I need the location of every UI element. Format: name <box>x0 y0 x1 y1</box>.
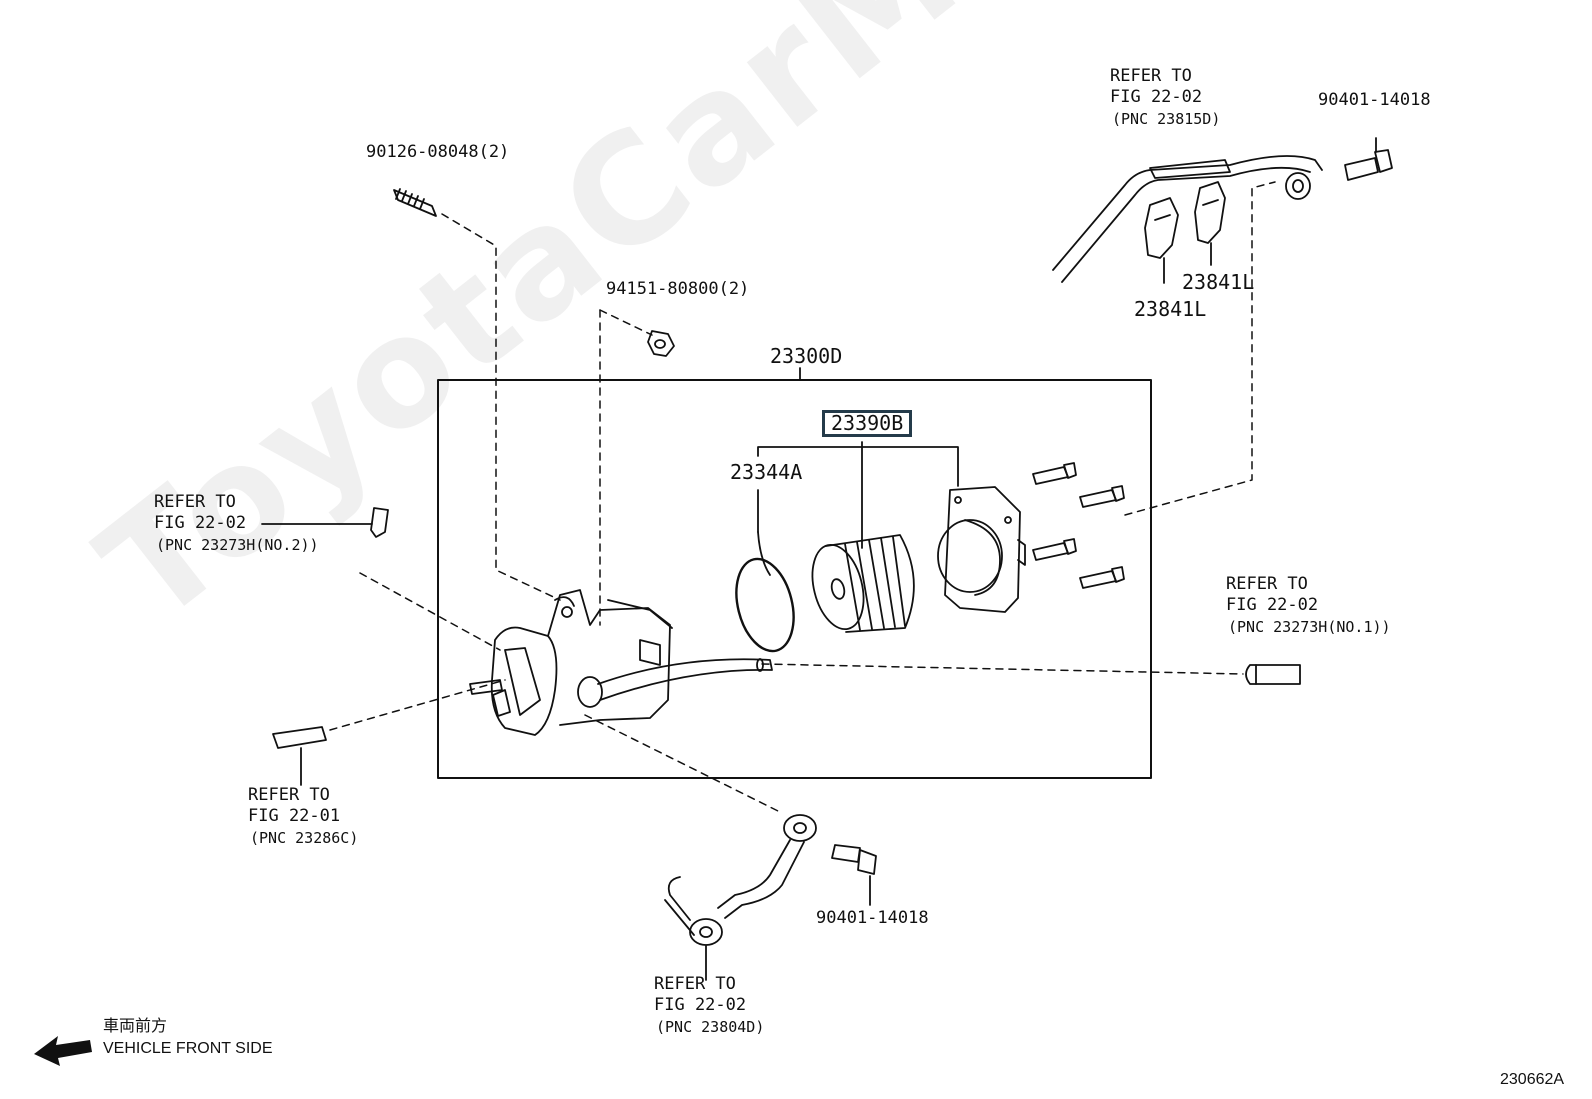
refer-right-line1: REFER TO <box>1226 574 1308 594</box>
left-pipe-ends <box>261 507 389 786</box>
clamp-drawings <box>1144 181 1226 284</box>
part-label-clamp-b: 23841L <box>1134 297 1207 321</box>
part-label-filter-kit: 23390B <box>822 410 913 437</box>
refer-bottom-left-line3: (PNC 23286C) <box>250 829 359 847</box>
filter-kit-bracket <box>757 441 959 576</box>
part-label-stud: 90126-08048(2) <box>366 142 510 162</box>
part-label-union-bolt-bottom: 90401-14018 <box>816 908 929 928</box>
cover-bolts <box>1032 462 1125 589</box>
dashed-leaders <box>329 181 1276 813</box>
direction-label-en: VEHICLE FRONT SIDE <box>103 1040 273 1057</box>
direction-label-jp: 車両前方 <box>103 1018 168 1035</box>
stud-drawing <box>393 188 437 217</box>
refer-bottom-line3: (PNC 23804D) <box>656 1018 765 1036</box>
part-label-gasket: 23344A <box>730 460 803 484</box>
part-label-union-bolt-top: 90401-14018 <box>1318 90 1431 110</box>
right-pipe-end <box>1245 664 1301 685</box>
refer-left-line1: REFER TO <box>154 492 236 512</box>
front-direction-arrow <box>34 1036 92 1066</box>
refer-bottom-line1: REFER TO <box>654 974 736 994</box>
assembly-box <box>437 379 1152 779</box>
bottom-union-bolt-drawing <box>831 844 877 906</box>
cover-drawing <box>937 486 1026 613</box>
refer-top-line2: FIG 22-02 <box>1110 87 1203 107</box>
nut-drawing <box>647 330 675 357</box>
figure-id: 230662A <box>1500 1071 1565 1088</box>
o-ring-drawing <box>735 557 795 653</box>
refer-bottom-left-line1: REFER TO <box>248 785 330 805</box>
refer-top-line3: (PNC 23815D) <box>1112 110 1221 128</box>
bottom-pipe-drawing <box>664 814 817 981</box>
refer-right-line2: FIG 22-02 <box>1226 595 1319 615</box>
top-pipe-drawing <box>1052 155 1323 283</box>
refer-bottom-line2: FIG 22-02 <box>654 995 747 1015</box>
part-label-assembly: 23300D <box>770 344 843 368</box>
part-label-nut: 94151-80800(2) <box>606 279 750 299</box>
refer-left-line3: (PNC 23273H(NO.2)) <box>156 536 319 554</box>
part-label-clamp-a: 23841L <box>1182 270 1255 294</box>
refer-top-line1: REFER TO <box>1110 66 1192 86</box>
refer-bottom-left-line2: FIG 22-01 <box>248 806 341 826</box>
top-union-bolt-drawing <box>1344 137 1393 181</box>
filter-element-drawing <box>811 534 915 633</box>
refer-right-line3: (PNC 23273H(NO.1)) <box>1228 618 1391 636</box>
refer-left-line2: FIG 22-02 <box>154 513 247 533</box>
pump-drawing <box>469 589 773 736</box>
